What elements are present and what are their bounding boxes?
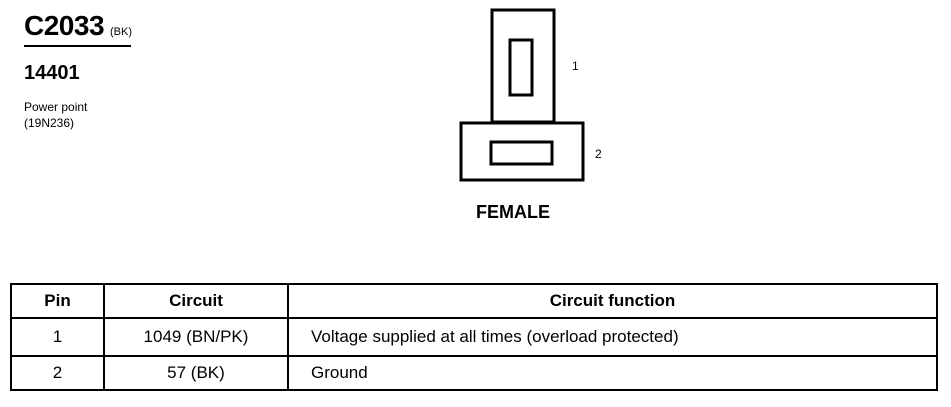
pin-2-label: 2 — [595, 147, 602, 161]
description-line-2: (19N236) — [24, 116, 75, 130]
description-line-1: Power point — [24, 100, 88, 114]
title-underline — [24, 45, 131, 47]
row-circuit: 57 (BK) — [103, 355, 289, 391]
pin-2-cavity — [489, 140, 554, 166]
row-circuit: 1049 (BN/PK) — [103, 317, 289, 357]
connector-title-row: C2033 (BK) — [24, 8, 132, 44]
row-pin: 1 — [10, 317, 105, 357]
gender-label: FEMALE — [476, 202, 550, 222]
pin-circuit-table: Pin Circuit Circuit function 1 1049 (BN/… — [10, 283, 938, 391]
row-function: Voltage supplied at all times (overload … — [287, 317, 938, 357]
row-pin: 2 — [10, 355, 105, 391]
table-row: 2 57 (BK) Ground — [10, 355, 938, 391]
header-pin: Pin — [10, 283, 105, 319]
pin-1-label: 1 — [572, 59, 579, 73]
table-header-row: Pin Circuit Circuit function — [10, 283, 938, 319]
header-circuit-function: Circuit function — [287, 283, 938, 319]
pin-1-cavity — [508, 38, 534, 97]
connector-header: C2033 (BK) 14401 Power point (19N236) — [24, 8, 132, 131]
table-row: 1 1049 (BN/PK) Voltage supplied at all t… — [10, 317, 938, 357]
connector-color-code: (BK) — [110, 26, 133, 38]
header-circuit: Circuit — [103, 283, 289, 319]
row-function: Ground — [287, 355, 938, 391]
connector-description: Power point (19N236) — [24, 99, 132, 131]
connector-id: C2033 — [24, 10, 105, 41]
part-number: 14401 — [24, 62, 80, 84]
connector-face-diagram: 1 2 FEMALE — [459, 8, 602, 222]
